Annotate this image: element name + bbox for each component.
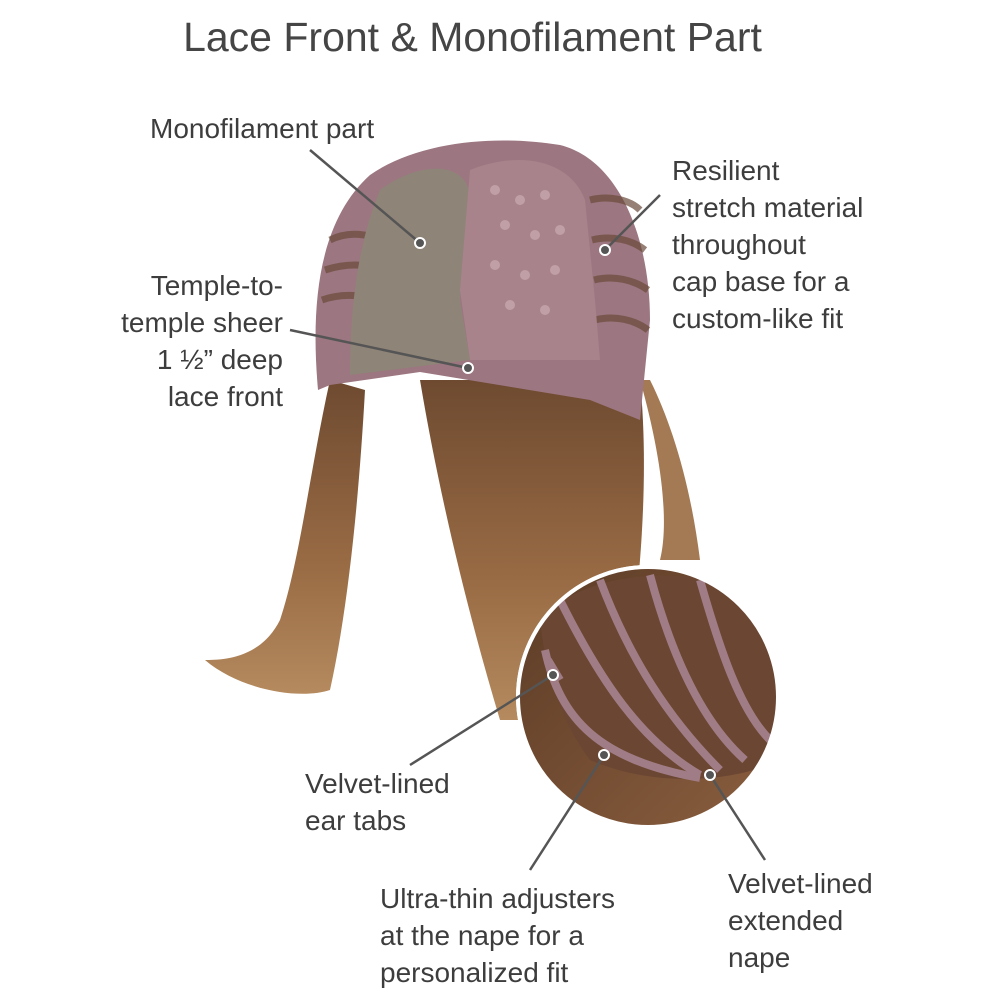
label-line: stretch material [672, 192, 864, 223]
label-stretch-material: Resilient stretch material throughout ca… [672, 152, 863, 337]
leader-adjusters [528, 754, 606, 871]
label-line: Monofilament part [150, 113, 375, 144]
label-line: ear tabs [305, 805, 407, 836]
leader-lace [289, 328, 469, 370]
nape-detail-inset [516, 565, 780, 829]
label-line: at the nape for a [380, 920, 584, 951]
label-line: Temple-to- [150, 270, 283, 301]
leader-nape [708, 774, 767, 861]
leader-ear-tabs [409, 673, 554, 767]
label-line: Velvet-lined [305, 768, 450, 799]
label-line: Ultra-thin adjusters [380, 883, 615, 914]
leader-stretch [604, 194, 661, 251]
label-line: custom-like fit [672, 303, 844, 334]
label-line: nape [728, 942, 791, 973]
label-line: Velvet-lined [728, 868, 873, 899]
label-ear-tabs: Velvet-lined ear tabs [305, 765, 450, 839]
label-line: throughout [672, 229, 806, 260]
label-line: temple sheer [121, 307, 283, 338]
leader-monofilament [309, 149, 421, 244]
label-monofilament-part: Monofilament part [150, 110, 374, 147]
label-line: extended [728, 905, 844, 936]
label-line: cap base for a [672, 266, 850, 297]
label-line: personalized fit [380, 957, 569, 988]
wig-cap [315, 140, 651, 421]
label-line: Resilient [672, 155, 780, 186]
label-line: 1 ½” deep [156, 344, 283, 375]
diagram-title: Lace Front & Monofilament Part [183, 14, 762, 60]
label-extended-nape: Velvet-lined extended nape [728, 865, 873, 976]
label-line: lace front [167, 381, 283, 412]
label-lace-front: Temple-to- temple sheer 1 ½” deep lace f… [121, 267, 283, 415]
label-adjusters: Ultra-thin adjusters at the nape for a p… [380, 880, 615, 991]
